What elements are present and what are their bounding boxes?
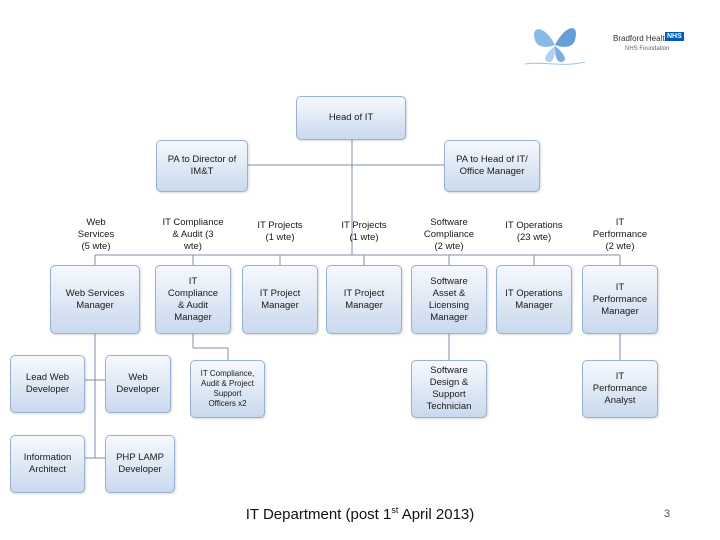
logo-org-name: Bradford Healthcare [613,34,685,43]
compliance-support-box: IT Compliance, Audit & Project Support O… [190,360,265,418]
pa-director-box: PA to Director of IM&T [156,140,248,192]
software-design-technician-box: Software Design & Support Technician [411,360,487,418]
projects-label-2: IT Projects (1 wte) [334,212,394,252]
php-lamp-developer-box: PHP LAMP Developer [105,435,175,493]
web-services-label: Web Services (5 wte) [70,212,122,258]
software-compliance-label: Software Compliance (2 wte) [412,212,486,258]
footer-title-pre: IT Department (post 1 [245,506,392,523]
node-label: IT Operations Manager [505,287,563,311]
node-label: IT Performance Manager [592,281,648,317]
compliance-label: IT Compliance & Audit (3 wte) [150,212,236,258]
node-label: Web Services Manager [65,287,125,311]
node-label: Software Asset & Licensing Manager [428,275,470,323]
head-of-it-box: Head of IT [296,96,406,140]
node-label: IT Performance (2 wte) [592,217,648,252]
performance-manager-box: IT Performance Manager [582,265,658,334]
node-label: IT Project Manager [259,287,301,311]
node-label: IT Projects (1 wte) [257,220,303,243]
performance-label: IT Performance (2 wte) [584,212,656,258]
logo-subtitle: NHS Foundation [625,46,670,52]
node-label: IT Project Manager [343,287,385,311]
footer-title-post: April 2013) [398,506,475,523]
compliance-manager-box: IT Compliance & Audit Manager [155,265,231,334]
node-label: Web Services (5 wte) [77,217,115,252]
footer-title-sup: st [391,505,399,515]
information-architect-box: Information Architect [10,435,85,493]
project-manager-box-2: IT Project Manager [326,265,402,334]
node-label: IT Compliance & Audit Manager [167,275,219,323]
page-number: 3 [664,508,671,520]
operations-manager-box: IT Operations Manager [496,265,572,334]
project-manager-box-1: IT Project Manager [242,265,318,334]
node-label: PA to Director of IM&T [167,154,237,177]
operations-label: IT Operations (23 wte) [496,212,572,252]
node-label: IT Compliance, Audit & Project Support O… [200,369,255,408]
projects-label-1: IT Projects (1 wte) [250,212,310,252]
node-label: Software Compliance (2 wte) [423,217,475,252]
node-label: IT Compliance & Audit (3 wte) [162,217,224,252]
node-label: Head of IT [328,112,374,123]
web-services-manager-box: Web Services Manager [50,265,140,334]
node-label: Information Architect [23,452,72,475]
node-label: Lead Web Developer [25,372,70,395]
software-asset-manager-box: Software Asset & Licensing Manager [411,265,487,334]
node-label: Web Developer [116,372,160,395]
node-label: IT Projects (1 wte) [341,220,387,243]
node-label: PA to Head of IT/ Office Manager [456,154,528,177]
nhs-badge: NHS [665,32,684,41]
node-label: IT Operations (23 wte) [505,220,563,243]
logo: Bradford Healthcare NHS NHS Foundation [525,20,695,70]
footer-title: IT Department (post 1st April 2013) [210,505,510,523]
butterfly-icon [525,28,585,65]
node-label: Software Design & Support Technician [426,365,472,412]
web-developer-box: Web Developer [105,355,171,413]
performance-analyst-box: IT Performance Analyst [582,360,658,418]
lead-web-developer-box: Lead Web Developer [10,355,85,413]
node-label: IT Performance Analyst [592,371,648,406]
node-label: PHP LAMP Developer [116,452,164,475]
pa-head-box: PA to Head of IT/ Office Manager [444,140,540,192]
